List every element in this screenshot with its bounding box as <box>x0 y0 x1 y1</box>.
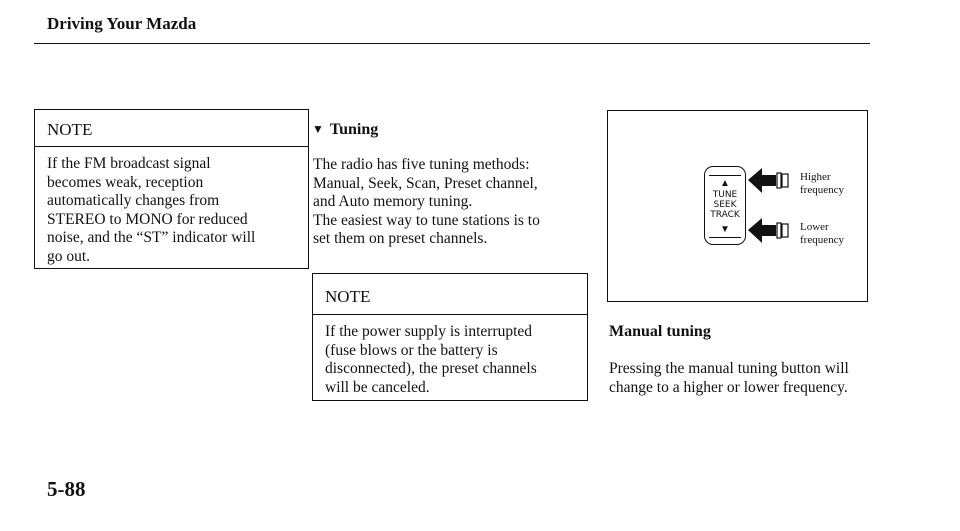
down-arrow-icon: ▼ <box>720 224 730 235</box>
paragraph-line: The radio has five tuning methods: <box>313 156 530 173</box>
label-line: Higher <box>800 171 831 183</box>
manual-tuning-heading: Manual tuning <box>609 323 711 340</box>
button-label-track: TRACK <box>710 210 740 220</box>
note-line: noise, and the “ST” indicator will <box>47 229 256 246</box>
manual-tuning-paragraph: Pressing the manual tuning button will c… <box>609 360 879 397</box>
up-arrow-icon: ▲ <box>720 178 730 189</box>
paragraph-line: set them on preset channels. <box>313 230 488 247</box>
paragraph-line: and Auto memory tuning. <box>313 193 473 210</box>
page-number: 5-88 <box>47 477 86 501</box>
note-line: automatically changes from <box>47 192 220 209</box>
button-line <box>709 175 741 176</box>
note-box-fm-signal: NOTE If the FM broadcast signal becomes … <box>34 109 309 269</box>
note-line: will be canceled. <box>325 378 430 396</box>
button-label-seek: SEEK <box>713 200 737 210</box>
triangle-marker-icon: ▼ <box>312 122 324 136</box>
tune-seek-track-button-illustration: ▲ TUNE SEEK TRACK ▼ <box>704 166 746 245</box>
note-body: If the power supply is interrupted (fuse… <box>313 315 587 397</box>
tune-button-figure: ▲ TUNE SEEK TRACK ▼ Higher frequency Low… <box>607 110 868 302</box>
section-heading-tuning: ▼ Tuning <box>312 121 378 139</box>
note-line: STEREO to MONO for reduced <box>47 210 248 228</box>
note-line: disconnected), the preset channels <box>325 360 537 377</box>
page-header-title: Driving Your Mazda <box>47 14 197 33</box>
label-line: frequency <box>800 234 844 246</box>
label-line: Lower <box>800 221 829 233</box>
note-box-power-supply: NOTE If the power supply is interrupted … <box>312 273 588 401</box>
note-title: NOTE <box>313 274 587 315</box>
higher-frequency-label: Higher frequency <box>800 171 860 197</box>
header-rule <box>34 43 870 44</box>
button-label-tune: TUNE <box>712 190 738 200</box>
note-line: (fuse blows or the battery is <box>325 341 498 359</box>
lower-frequency-label: Lower frequency <box>800 221 860 247</box>
label-line: frequency <box>800 184 844 196</box>
button-line <box>709 237 741 238</box>
note-line: If the FM broadcast signal <box>47 155 211 172</box>
paragraph-line: Pressing the manual tuning button will <box>609 360 849 377</box>
pointing-hand-down-icon <box>748 218 789 243</box>
section-heading-text: Tuning <box>329 121 379 138</box>
tuning-paragraph: The radio has five tuning methods: Manua… <box>313 156 583 249</box>
note-line: becomes weak, reception <box>47 173 204 191</box>
note-line: go out. <box>47 247 91 265</box>
note-line: If the power supply is interrupted <box>325 323 533 340</box>
pointing-hand-up-icon <box>748 168 789 193</box>
note-body: If the FM broadcast signal becomes weak,… <box>35 147 308 266</box>
paragraph-line: change to a higher or lower frequency. <box>609 378 848 396</box>
paragraph-line: Manual, Seek, Scan, Preset channel, <box>313 174 538 192</box>
paragraph-line: The easiest way to tune stations is to <box>313 211 540 229</box>
note-title: NOTE <box>35 110 308 147</box>
